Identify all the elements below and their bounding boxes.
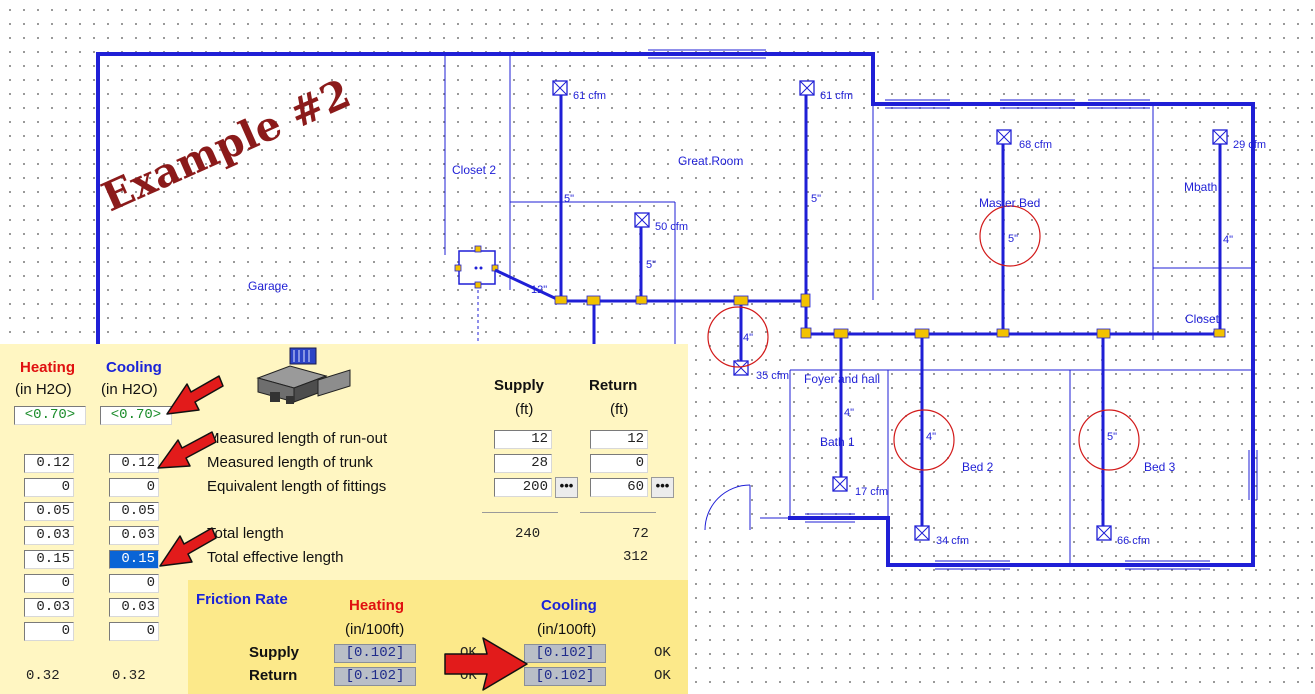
return-total-length: 72 [632,526,649,542]
equipment-icon [256,347,351,404]
supply-runout-field[interactable]: 12 [494,430,552,449]
duct-size-label: 5" [811,193,821,205]
runout-label: Measured length of run-out [207,430,388,447]
supply-trunk-field[interactable]: 28 [494,454,552,473]
heating-loss-field[interactable]: 0.03 [24,526,74,545]
register-cfm-label: 61 cfm [820,90,853,102]
room-label-bed2: Bed 2 [962,460,994,474]
divider [482,512,558,513]
cooling-loss-field[interactable]: 0.03 [109,526,159,545]
duct-size-label: 5" [1008,233,1018,245]
duct-size-label: 4" [743,332,753,344]
friction-heating-unit: (in/100ft) [345,621,405,638]
duct-size-label: 4" [926,431,936,443]
cooling-loss-field[interactable]: 0 [109,622,159,641]
friction-heating-header: Heating [349,597,405,614]
callout-arrow [166,375,224,415]
friction-cooling-unit: (in/100ft) [537,621,597,638]
friction-cooling-header: Cooling [541,597,597,614]
supply-header: Supply [494,377,545,394]
divider [580,512,656,513]
supply-fittings-ellipsis-button[interactable]: ••• [555,477,578,498]
heating-available-pressure-field[interactable]: <0.70> [14,406,86,425]
fittings-label: Equivalent length of fittings [207,478,387,495]
supply-total-length: 240 [515,526,541,542]
heating-loss-field[interactable]: 0.12 [24,454,74,473]
duct-size-label: 5" [564,193,574,205]
cooling-loss-field[interactable]: 0 [109,574,159,593]
supply-fittings-field[interactable]: 200 [494,478,552,497]
total-effective-length: 312 [623,549,649,565]
room-label-bed3: Bed 3 [1144,460,1176,474]
register-cfm-label: 66 cfm [1117,535,1150,547]
register-cfm-label: 61 cfm [573,90,606,102]
register-cfm-label: 68 cfm [1019,139,1052,151]
room-label-bath1: Bath 1 [820,435,855,449]
cooling-loss-field[interactable]: 0.12 [109,454,159,473]
room-label-garage: Garage [248,279,288,293]
friction-supply-label: Supply [249,644,300,661]
register-cfm-label: 34 cfm [936,535,969,547]
return-runout-field[interactable]: 12 [590,430,648,449]
heating-return-friction-field: [0.102] [334,667,416,686]
cooling-loss-field-selected[interactable]: 0.15 [109,550,159,569]
callout-arrow [444,637,528,691]
room-label-mbath: Mbath [1184,180,1217,194]
return-fittings-field[interactable]: 60 [590,478,648,497]
cooling-unit: (in H2O) [101,381,158,398]
room-label-closet2: Closet 2 [452,163,496,177]
heating-supply-friction-field: [0.102] [334,644,416,663]
heating-unit: (in H2O) [15,381,72,398]
cooling-loss-field[interactable]: 0 [109,478,159,497]
heating-loss-field[interactable]: 0 [24,622,74,641]
room-label-master-bed: Master Bed [979,196,1040,210]
cooling-loss-field[interactable]: 0.05 [109,502,159,521]
duct-size-label: 12" [531,284,547,296]
cooling-header: Cooling [106,359,162,376]
cooling-supply-friction-field: [0.102] [524,644,606,663]
cooling-total: 0.32 [112,668,146,684]
heating-loss-field[interactable]: 0.05 [24,502,74,521]
register-cfm-label: 29 cfm [1233,139,1266,151]
cooling-return-friction-field: [0.102] [524,667,606,686]
room-label-great-room: Great Room [678,154,743,168]
heating-total: 0.32 [26,668,60,684]
duct-size-label: 4" [1223,234,1233,246]
callout-arrow [157,431,217,469]
duct-size-label: 5" [646,259,656,271]
room-label-closet: Closet [1185,312,1220,326]
cooling-available-pressure-field[interactable]: <0.70> [100,406,172,425]
heating-loss-field[interactable]: 0 [24,478,74,497]
total-length-label: Total length [207,525,284,542]
duct-size-label: 5" [1107,431,1117,443]
cooling-loss-field[interactable]: 0.03 [109,598,159,617]
friction-rate-title: Friction Rate [196,591,288,608]
cooling-supply-status: OK [654,645,671,661]
example-title: Example #2 [95,70,358,221]
callout-arrow [159,527,217,567]
heating-loss-field[interactable]: 0 [24,574,74,593]
supply-unit: (ft) [515,401,534,418]
register-cfm-label: 50 cfm [655,221,688,233]
register-cfm-label: 17 cfm [855,486,888,498]
register-cfm-label: 35 cfm [756,370,789,382]
friction-return-label: Return [249,667,298,684]
return-fittings-ellipsis-button[interactable]: ••• [651,477,674,498]
cooling-return-status: OK [654,668,671,684]
heating-header: Heating [20,359,76,376]
total-effective-length-label: Total effective length [207,549,344,566]
return-header: Return [589,377,638,394]
heating-loss-field[interactable]: 0.03 [24,598,74,617]
heating-loss-field[interactable]: 0.15 [24,550,74,569]
return-unit: (ft) [610,401,629,418]
trunk-label: Measured length of trunk [207,454,373,471]
duct-size-label: 4" [844,407,854,419]
return-trunk-field[interactable]: 0 [590,454,648,473]
room-label-foyer: Foyer and hall [804,372,880,386]
